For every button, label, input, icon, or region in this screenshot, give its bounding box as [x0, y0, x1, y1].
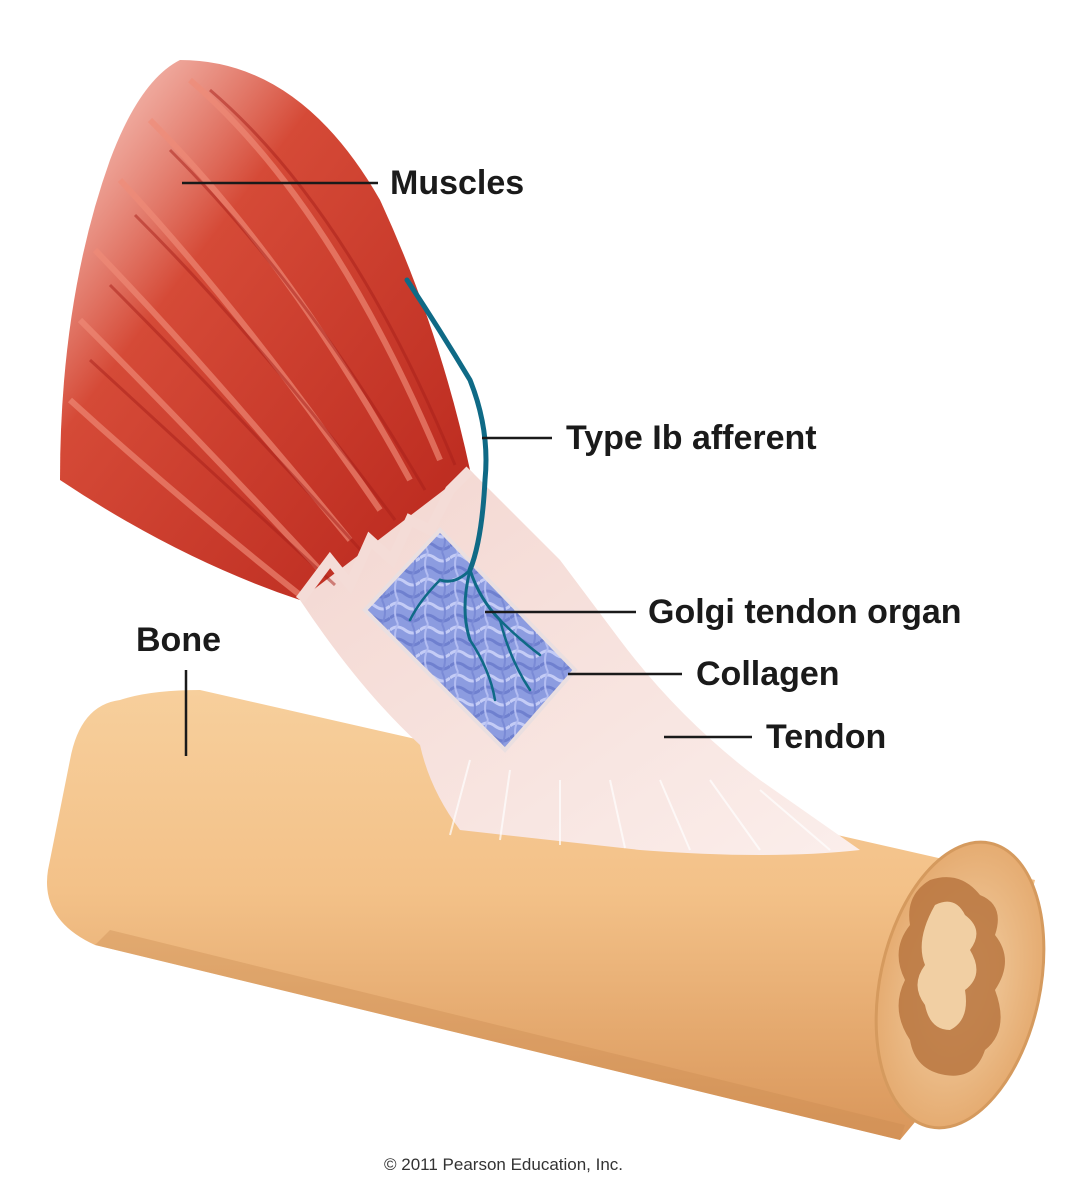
label-muscles: Muscles	[390, 164, 525, 202]
label-collagen: Collagen	[696, 655, 840, 693]
type-ib-afferent-nerve	[404, 277, 542, 702]
leader-lines	[182, 181, 752, 756]
label-golgi-tendon-organ: Golgi tendon organ	[648, 593, 962, 631]
label-bone: Bone	[136, 621, 221, 659]
bone-shaft	[46, 690, 1035, 1140]
bone-cut-end	[874, 840, 1046, 1130]
label-type-ib-afferent: Type Ib afferent	[566, 419, 817, 457]
label-tendon: Tendon	[766, 718, 887, 756]
copyright-notice: © 2011 Pearson Education, Inc.	[384, 1155, 624, 1174]
muscle-fibers	[60, 60, 474, 603]
